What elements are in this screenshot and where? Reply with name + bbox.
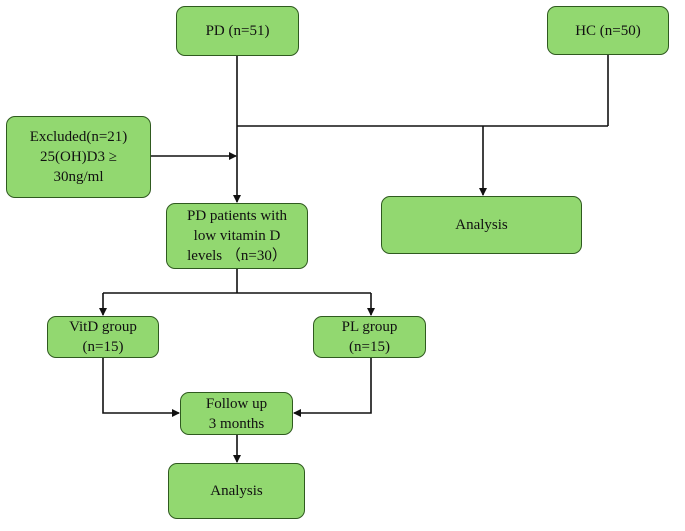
pd-low-vitd-label-line-1: PD patients with: [187, 208, 287, 224]
connector-vitd-to-followup: [102, 357, 180, 417]
pd-label-line-1: PD (n=51): [205, 23, 270, 39]
pd-low-vitd-label-line-3: levels （n=30）: [187, 248, 287, 264]
follow-up-box: Follow up 3 months: [180, 392, 293, 435]
pd-low-vitd-box: PD patients with low vitamin D levels （n=3…: [166, 203, 308, 269]
hc-box: HC (n=50): [547, 6, 669, 55]
excluded-label-line-3: 30ng/ml: [53, 169, 104, 185]
follow-up-label-line-1: Follow up: [205, 395, 268, 412]
excluded-label-line-1: Excluded(n=21): [29, 129, 128, 145]
vitd-group-label-line-1: VitD group: [69, 319, 137, 335]
pl-group-label-line-1: PL group: [341, 319, 398, 335]
hc-label-line-1: HC (n=50): [575, 22, 641, 39]
pd-low-vitd-label-line-2: low vitamin D: [193, 228, 281, 244]
follow-up-label-line-2: 3 months: [208, 415, 265, 432]
analysis-final-box: Analysis: [168, 463, 305, 519]
analysis-final-label-line-1: Analysis: [210, 483, 263, 499]
excluded-box: Excluded(n=21) 25(OH)D3 ≥ 30ng/ml: [6, 116, 151, 198]
analysis-hc-label-line-1: Analysis: [455, 217, 508, 233]
pl-group-box: PL group (n=15): [313, 316, 426, 358]
pd-box: PD (n=51): [176, 6, 299, 56]
vitd-group-box: VitD group (n=15): [47, 316, 159, 358]
vitd-group-label-line-2: (n=15): [82, 339, 124, 355]
analysis-hc-box: Analysis: [381, 196, 582, 254]
excluded-label-line-2: 25(OH)D3 ≥: [40, 149, 117, 165]
connector-pl-to-followup: [293, 357, 372, 417]
pl-group-label-line-2: (n=15): [349, 339, 390, 355]
